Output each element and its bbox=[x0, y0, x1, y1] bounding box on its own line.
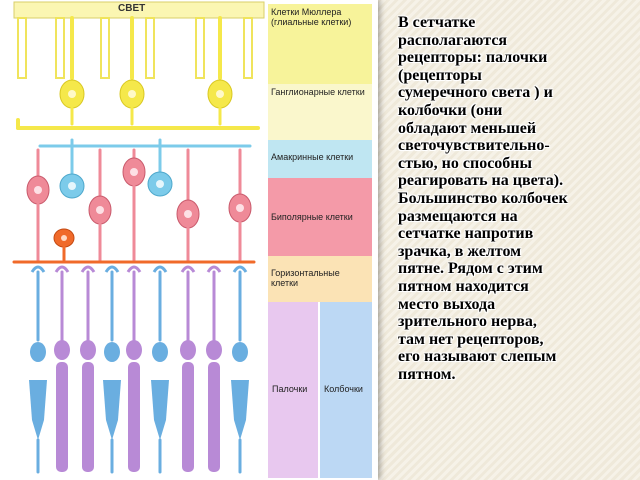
rod-outer-segment bbox=[182, 362, 194, 472]
rod-nucleus bbox=[126, 340, 142, 360]
bipolar-nucleus bbox=[96, 206, 104, 214]
text-line: пятном находится bbox=[398, 277, 529, 295]
text-line: обладают меньшей bbox=[398, 119, 537, 137]
muller-process bbox=[55, 17, 65, 79]
rod-synapse bbox=[126, 265, 142, 273]
text-line: размещаются на bbox=[398, 207, 518, 225]
cone-outer-segment bbox=[151, 380, 169, 440]
rod-nucleus bbox=[80, 340, 96, 360]
muller-process bbox=[100, 17, 110, 79]
ganglion-nucleus bbox=[216, 90, 224, 98]
amacrine-nucleus bbox=[68, 182, 76, 190]
text-line: зрачка, в желтом bbox=[398, 242, 522, 260]
layer-bipolar-label: Биполярные клетки bbox=[271, 212, 353, 222]
light-label: СВЕТ bbox=[118, 3, 146, 14]
cone-outer-segment bbox=[103, 380, 121, 440]
text-line: (рецепторы bbox=[398, 66, 482, 84]
ganglion-nucleus bbox=[68, 90, 76, 98]
muller-process bbox=[243, 17, 253, 79]
text-line: Большинство колбочек bbox=[398, 189, 568, 207]
cones-panel: Колбочки bbox=[320, 302, 372, 478]
light-bar bbox=[13, 1, 265, 19]
rod-outer-segment bbox=[82, 362, 94, 472]
rod-synapse bbox=[54, 265, 70, 273]
cone-outer-segment bbox=[231, 380, 249, 440]
text-line: сетчатке напротив bbox=[398, 225, 534, 243]
cone-nucleus bbox=[104, 342, 120, 362]
rod-nucleus bbox=[180, 340, 196, 360]
rod-outer-segment bbox=[208, 362, 220, 472]
layer-muller-label: Клетки Мюллера (глиальные клетки) bbox=[271, 7, 352, 27]
layer-ganglion-label: Ганглионарные клетки bbox=[271, 87, 365, 97]
rod-synapse bbox=[80, 265, 96, 273]
rod-nucleus bbox=[54, 340, 70, 360]
ganglion-nucleus bbox=[128, 90, 136, 98]
layer-amacrine-panel: Амакринные клетки bbox=[268, 140, 372, 178]
cone-synapse bbox=[152, 265, 168, 273]
rod-outer-segment bbox=[128, 362, 140, 472]
cone-outer-segment bbox=[29, 380, 47, 440]
layer-muller-panel: Клетки Мюллера (глиальные клетки) bbox=[268, 4, 372, 84]
layer-bipolar-panel: Биполярные клетки bbox=[268, 178, 372, 256]
text-line: пятном. bbox=[398, 365, 456, 383]
text-line: располагаются bbox=[398, 31, 508, 49]
text-line: реагировать на цвета). bbox=[398, 172, 564, 190]
text-line: место выхода bbox=[398, 295, 496, 313]
cones-label: Колбочки bbox=[324, 384, 363, 394]
bipolar-nucleus bbox=[236, 204, 244, 212]
text-line: В сетчатке bbox=[398, 14, 476, 31]
cone-nucleus bbox=[152, 342, 168, 362]
text-line: сумеречного света ) и bbox=[398, 84, 553, 102]
layer-amacrine-label: Амакринные клетки bbox=[271, 152, 354, 162]
rods-label: Палочки bbox=[272, 384, 308, 394]
text-line: стью, но способны bbox=[398, 154, 532, 172]
amacrine-nucleus bbox=[156, 180, 164, 188]
layer-horizontal-label: Горизонтальные клетки bbox=[271, 268, 340, 288]
bipolar-nucleus bbox=[130, 168, 138, 176]
cone-synapse bbox=[104, 265, 120, 273]
horizontal-nucleus bbox=[61, 235, 67, 241]
text-line: светочувствительно- bbox=[398, 137, 550, 155]
cone-nucleus bbox=[30, 342, 46, 362]
muller-process bbox=[145, 17, 155, 79]
cone-synapse bbox=[30, 265, 46, 273]
muller-process bbox=[17, 17, 27, 79]
text-line: рецепторы: палочки bbox=[398, 49, 548, 67]
rod-nucleus bbox=[206, 340, 222, 360]
rod-outer-segment bbox=[56, 362, 68, 472]
rod-synapse bbox=[180, 265, 196, 273]
bipolar-nucleus bbox=[184, 210, 192, 218]
rods-panel: Палочки bbox=[268, 302, 318, 478]
rod-synapse bbox=[206, 265, 222, 273]
text-line: колбочки (они bbox=[398, 101, 503, 119]
text-line: его называют слепым bbox=[398, 348, 557, 366]
muller-process bbox=[195, 17, 205, 79]
layer-ganglion-panel: Ганглионарные клетки bbox=[268, 84, 372, 140]
bipolar-nucleus bbox=[34, 186, 42, 194]
cone-nucleus bbox=[232, 342, 248, 362]
text-line: там нет рецепторов, bbox=[398, 330, 544, 348]
text-line: пятне. Рядом с этим bbox=[398, 260, 543, 278]
layer-horizontal-panel: Горизонтальные клетки bbox=[268, 256, 372, 302]
text-line: зрительного нерва, bbox=[398, 313, 537, 331]
cone-synapse bbox=[232, 265, 248, 273]
